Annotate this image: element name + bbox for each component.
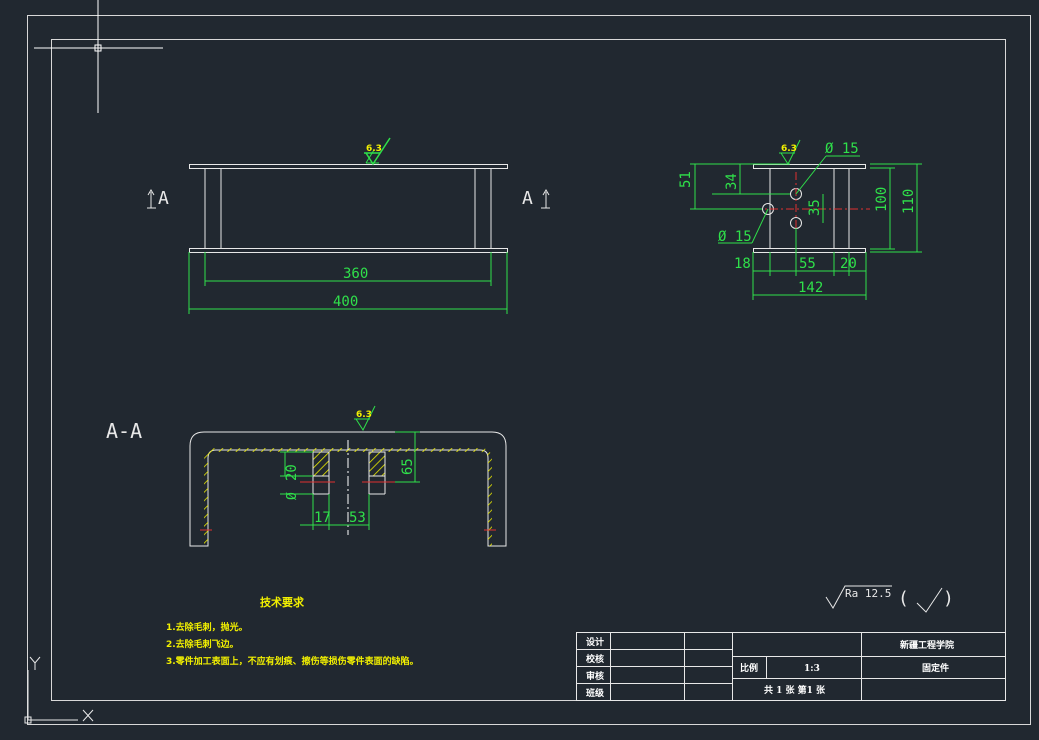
side-dim-hole-top: Ø 15	[825, 141, 859, 157]
side-view: 6.3 Ø 15 Ø 15 51 34 35 100 110 18 55 20 …	[678, 139, 922, 300]
tech-req-item-3: 3.零件加工表面上，不应有划痕、擦伤等损伤零件表面的缺陷。	[166, 655, 419, 667]
technical-requirements: 技术要求 1.去除毛刺，抛光。 2.去除毛刺飞边。 3.零件加工表面上，不应有划…	[166, 595, 419, 667]
front-view: 360 400 6.3 A A	[147, 137, 550, 314]
side-dim-hole-left: Ø 15	[718, 229, 752, 245]
section-marker-left: A	[158, 188, 169, 209]
title-part-name: 固定件	[922, 662, 949, 674]
side-dim-18: 18	[734, 256, 751, 272]
front-dim-400: 400	[333, 294, 358, 310]
title-block	[576, 632, 1006, 701]
section-view: A-A	[106, 405, 507, 547]
side-dim-55: 55	[799, 256, 816, 272]
side-dim-51: 51	[678, 171, 694, 188]
front-dim-360: 360	[343, 266, 368, 282]
title-review-label: 审核	[586, 670, 604, 682]
title-scale-label: 比例	[740, 662, 758, 674]
surface-ra-label: Ra 12.5	[845, 587, 891, 600]
title-class-label: 班级	[586, 687, 605, 699]
side-dim-34: 34	[724, 173, 740, 190]
surface-paren-open: (	[898, 588, 909, 609]
tech-req-item-2: 2.去除毛刺飞边。	[166, 638, 239, 650]
section-dim-17: 17	[314, 510, 331, 526]
inner-border	[51, 39, 1006, 701]
side-dim-100: 100	[874, 187, 890, 212]
front-roughness-value: 6.3	[366, 144, 382, 154]
crosshair-cursor	[34, 0, 163, 113]
section-marker-right: A	[522, 188, 533, 209]
side-dim-110: 110	[901, 189, 917, 214]
tech-req-item-1: 1.去除毛刺，抛光。	[166, 621, 248, 633]
ucs-icon	[24, 656, 94, 724]
side-dim-20: 20	[840, 256, 857, 272]
section-dim-20: 20	[284, 464, 300, 481]
title-sheets: 共 1 张 第1 张	[764, 684, 826, 696]
section-roughness-value: 6.3	[356, 410, 372, 420]
side-dim-35: 35	[807, 199, 823, 216]
section-title: A-A	[106, 419, 142, 443]
side-dim-142: 142	[798, 280, 823, 296]
section-dim-dia: Ø	[285, 492, 300, 500]
tech-req-title: 技术要求	[260, 595, 305, 609]
surface-paren-close: )	[943, 588, 954, 609]
title-scale-value: 1:3	[804, 664, 820, 674]
title-school: 新疆工程学院	[900, 639, 954, 651]
section-dim-65: 65	[400, 458, 416, 475]
side-roughness-value: 6.3	[781, 144, 797, 154]
title-check-label: 校核	[586, 653, 604, 665]
outer-border	[27, 15, 1031, 725]
title-design-label: 设计	[586, 636, 604, 648]
surface-finish-symbol: Ra 12.5 ( )	[825, 585, 954, 613]
section-dim-53: 53	[349, 510, 366, 526]
